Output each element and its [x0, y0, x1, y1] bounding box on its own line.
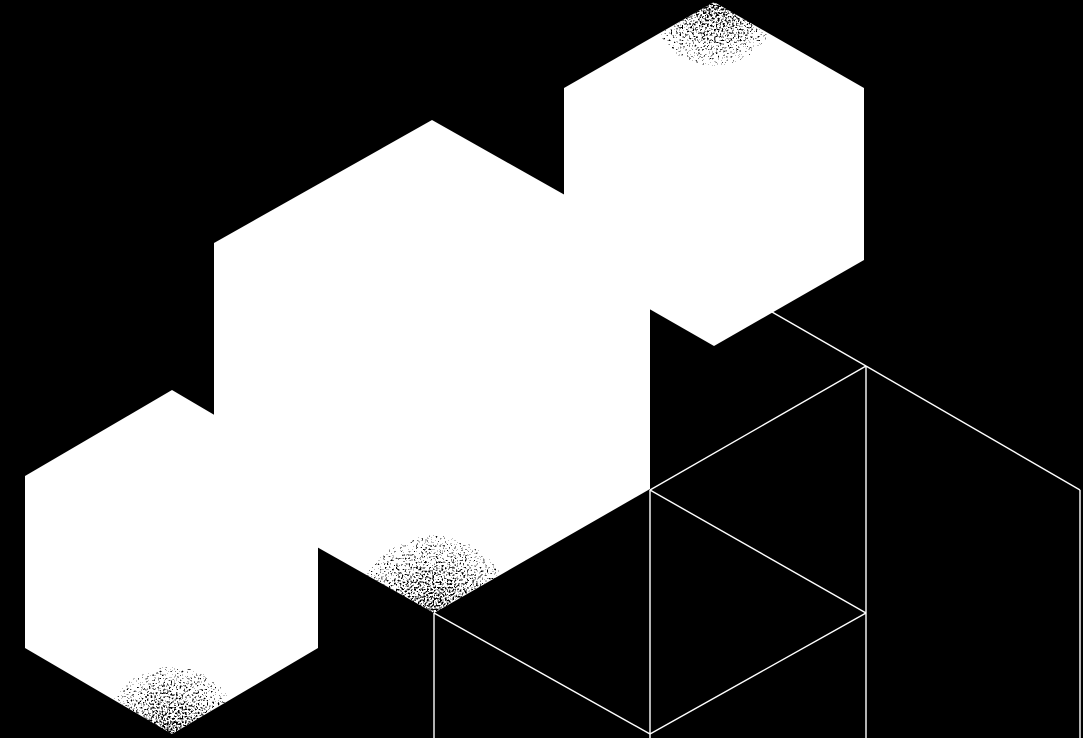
- hexagon-middle-vertex-dither: [214, 120, 650, 613]
- hexagon-top-right-vertex-dither: [564, 2, 864, 346]
- grid-diagonal-down-left-1: [649, 365, 867, 491]
- grid-diagonal-down-right-3: [433, 612, 651, 735]
- grid-diagonal-down-left-2: [649, 612, 867, 735]
- grid-diagonal-hex3-exit: [771, 311, 867, 367]
- grid-diagonal-down-right-2: [649, 489, 867, 614]
- grid-diagonal-down-right-1: [865, 365, 1081, 491]
